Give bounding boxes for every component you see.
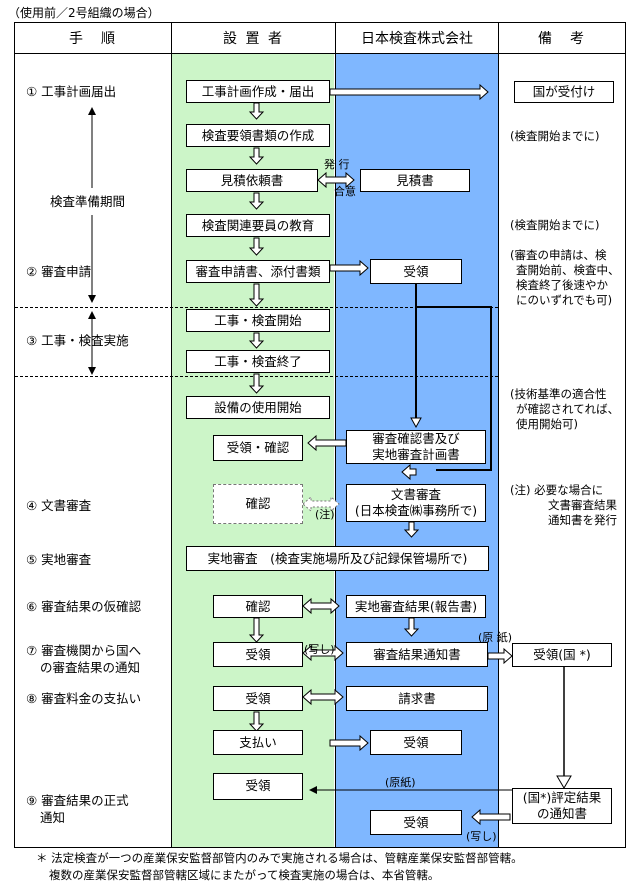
copy-receive-box: 受領	[370, 810, 462, 835]
header-steps: 手 順	[15, 23, 171, 54]
invoice-receive-box: 受領	[213, 686, 303, 711]
step-9-line2: 通知	[40, 810, 66, 825]
official-result-receive-box: 受領	[213, 773, 303, 800]
result-notice-box: 審査結果通知書	[346, 642, 488, 667]
evaluation-notice-line1: (国*)評定結果	[522, 790, 602, 806]
state-receive-box: 受領(国 *)	[512, 643, 612, 667]
remark-note-line3: 通知書を発行	[548, 513, 617, 527]
step-7-line1: ⑦ 審査機関から国へ	[26, 643, 142, 658]
step-6: ⑥ 審査結果の仮確認	[26, 599, 142, 614]
remark-standard-line1: (技術基準の適合性	[510, 387, 607, 401]
remark-note-line1: (注) 必要な場合に	[510, 483, 604, 497]
flow-table-frame	[14, 22, 626, 848]
column-divider	[335, 23, 336, 847]
footnote-line2: 複数の産業保安監督部管轄区域にまたがって検査実施の場合は、本省管轄。	[49, 867, 440, 882]
invoice-box: 請求書	[346, 686, 488, 711]
remark-application-line2: 査開始前、検査中、	[516, 263, 620, 277]
result-receive-box: 受領	[213, 642, 303, 667]
column-divider	[498, 23, 499, 847]
review-plan-line2: 実地審査計画書	[372, 447, 460, 462]
step-8: ⑧ 審査料金の支払い	[26, 691, 142, 706]
original-label-1: (原 紙)	[478, 631, 513, 644]
payment-box: 支払い	[213, 730, 303, 755]
step-5: ⑤ 実地審査	[26, 552, 92, 567]
prep-period-label: 検査準備期間	[50, 194, 126, 209]
header-remarks: 備 考	[499, 23, 625, 54]
tentative-confirm-box: 確認	[213, 595, 303, 618]
payment-receive-box: 受領	[370, 730, 462, 755]
document-review-box: 文書審査 (日本検査㈱事務所で)	[346, 484, 486, 522]
evaluation-notice-line2: の通知書	[536, 806, 587, 821]
phase-separator	[15, 307, 498, 308]
review-plan-box: 審査確認書及び 実地審査計画書	[346, 430, 486, 464]
note-marker-label: (注)	[315, 508, 335, 521]
original-label-2: (原紙)	[385, 776, 416, 789]
remark-note-line2: 文書審査結果	[548, 498, 617, 512]
footnote: ＊ 法定検査が一つの産業保安監督部管内のみで実施される場合は、管轄産業保安監督部…	[36, 850, 523, 883]
step-2: ② 審査申請	[26, 264, 92, 279]
header-installer: 設 置 者	[172, 23, 335, 54]
work-end-box: 工事・検査終了	[186, 350, 330, 373]
remark-before-inspection-2: (検査開始までに)	[510, 218, 600, 232]
onsite-review-box: 実地審査 (検査実施場所及び記録保管場所で)	[186, 546, 489, 571]
remark-before-inspection: (検査開始までに)	[510, 129, 600, 143]
procedure-docs-box: 検査要領書類の作成	[186, 124, 330, 147]
copy-label-2: (写し)	[466, 830, 497, 843]
receive-confirm-box: 受領・確認	[213, 435, 303, 461]
step-9-line1: ⑨ 審査結果の正式	[26, 793, 129, 808]
agreement-label: 合意	[334, 185, 356, 198]
quote-request-box: 見積依頼書	[186, 169, 318, 192]
column-divider	[171, 23, 172, 847]
step-7-line2: の審査結果の通知	[40, 660, 141, 675]
page-caption: （使用前／2号組織の場合）	[8, 6, 160, 20]
copy-label-1: (写し)	[304, 643, 335, 656]
evaluation-notice-box: (国*)評定結果 の通知書	[512, 788, 612, 824]
document-confirm-box: 確認	[213, 484, 303, 524]
issue-label: 発 行	[324, 158, 350, 171]
step-3: ③ 工事・検査実施	[26, 333, 129, 348]
review-plan-line1: 審査確認書及び	[372, 431, 460, 447]
remark-application-line3: 検査終了後速やか	[516, 278, 608, 292]
header-company: 日本検査株式会社	[336, 23, 498, 54]
document-review-location: (日本検査㈱事務所で)	[354, 503, 478, 518]
remark-application-line1: (審査の申請は、検	[510, 248, 607, 262]
remark-application-line4: にのいずれでも可)	[516, 293, 613, 307]
remark-standard-line3: 使用開始可)	[516, 417, 578, 431]
plan-creation-box: 工事計画作成・届出	[186, 80, 330, 103]
document-review-title: 文書審査	[390, 487, 441, 503]
use-start-box: 設備の使用開始	[186, 396, 330, 419]
remark-standard-line2: が確認されてれば、	[516, 402, 620, 416]
onsite-result-box: 実地審査結果(報告書)	[346, 595, 486, 618]
quote-box: 見積書	[360, 169, 470, 192]
work-start-box: 工事・検査開始	[186, 309, 330, 332]
step-1: ① 工事計画届出	[26, 84, 117, 99]
footnote-line1: ＊ 法定検査が一つの産業保安監督部管内のみで実施される場合は、管轄産業保安監督部…	[36, 851, 523, 865]
application-box: 審査申請書、添付書類	[186, 260, 330, 283]
staff-training-box: 検査関連要員の教育	[186, 214, 330, 237]
step-4: ④ 文書審査	[26, 498, 92, 513]
application-receive-box: 受領	[370, 259, 462, 284]
state-accept-box: 国が受付け	[514, 81, 614, 103]
